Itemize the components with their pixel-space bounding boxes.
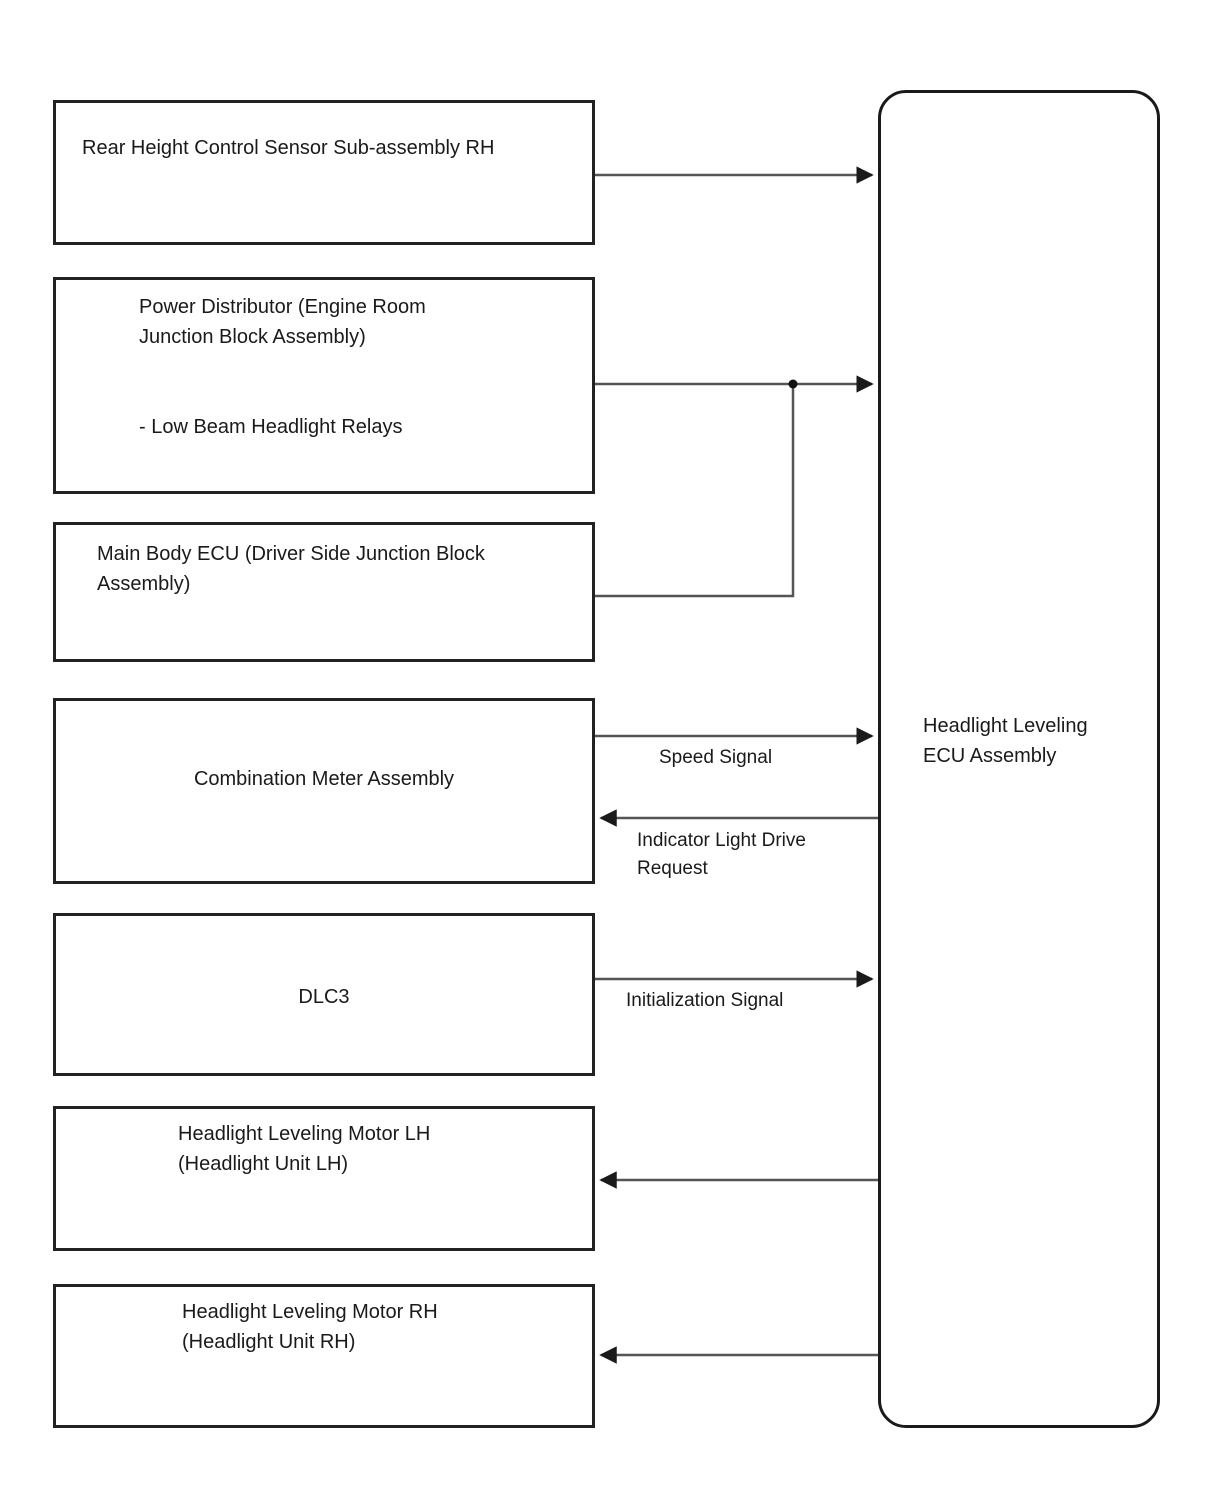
edge-main-body-ecu-to-ecu [595, 379, 798, 598]
node-label-rear-height-control-sensor-rh: Rear Height Control Sensor Sub-assembly … [82, 137, 495, 159]
node-combination-meter-assembly[interactable]: Combination Meter Assembly [53, 698, 595, 884]
node-label-power-distributor: Power Distributor (Engine Room Junction … [139, 296, 426, 438]
edge-label-speed-signal: Speed Signal [659, 747, 773, 768]
node-label-main-body-ecu: Main Body ECU (Driver Side Junction Bloc… [97, 543, 485, 595]
edge-label-indicator-light-drive-request: Indicator Light Drive Request [637, 830, 806, 879]
node-label-dlc3: DLC3 [298, 986, 350, 1008]
edge-label-initialization-signal: Initialization Signal [626, 990, 784, 1011]
node-headlight-leveling-motor-rh[interactable]: Headlight Leveling Motor RH (Headlight U… [53, 1284, 595, 1428]
node-headlight-leveling-ecu-assembly[interactable]: Headlight Leveling ECU Assembly [878, 90, 1160, 1428]
node-label-headlight-leveling-motor-rh: Headlight Leveling Motor RH (Headlight U… [182, 1301, 438, 1353]
node-headlight-leveling-motor-lh[interactable]: Headlight Leveling Motor LH (Headlight U… [53, 1106, 595, 1251]
node-rear-height-control-sensor-rh[interactable]: Rear Height Control Sensor Sub-assembly … [53, 100, 595, 245]
node-label-headlight-leveling-motor-lh: Headlight Leveling Motor LH (Headlight U… [178, 1123, 431, 1175]
node-dlc3[interactable]: DLC3 [53, 913, 595, 1076]
node-power-distributor[interactable]: Power Distributor (Engine Room Junction … [53, 277, 595, 494]
junction-dot [788, 379, 798, 389]
node-main-body-ecu[interactable]: Main Body ECU (Driver Side Junction Bloc… [53, 522, 595, 662]
node-label-combination-meter-assembly: Combination Meter Assembly [193, 768, 455, 790]
node-label-headlight-leveling-ecu-assembly: Headlight Leveling ECU Assembly [923, 715, 1088, 767]
